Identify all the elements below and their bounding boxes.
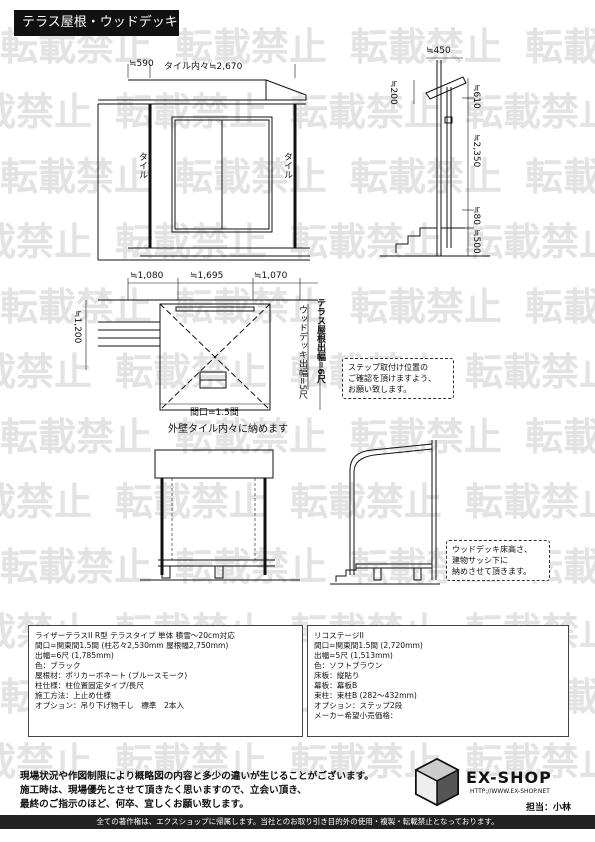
deck-spec-line: オプション：ステップ2段 — [314, 701, 403, 710]
front-elevation — [97, 64, 310, 261]
deck-note: ウッドデッキ床高さ、 建物サッシ下に 納めさせて頂きます。 — [446, 540, 550, 581]
deck-spec-line: 幕板：幕板B — [314, 681, 358, 690]
deck-spec-line: メーカー希望小売価格： — [314, 711, 398, 720]
disclaimer-line: 最終のご指示のほど、何卒、宜しくお願い致します。 — [20, 799, 249, 810]
dim-590: ≒590 — [129, 59, 154, 69]
tile-label-left: タイル — [137, 152, 147, 179]
plan-view — [85, 278, 321, 411]
dim-80: ≒80 — [471, 206, 481, 226]
deck-elevation — [140, 449, 300, 581]
disclaimer: 現場状況や作図制限により概略図の内容と多少の違いが生じることがございます。 施工… — [20, 770, 410, 812]
terrace-spec-line: 屋根材：ポリカーボネート (ブルースモーク) — [35, 671, 188, 680]
dim-2350: ≒2,350 — [471, 134, 481, 168]
deck-side-section — [330, 440, 440, 585]
logo-url: HTTP://WWW.EX-SHOP.NET — [470, 788, 550, 795]
step-note-line: ステップ取付け位置の — [348, 363, 428, 372]
person-in-charge: 担当：小林 — [526, 803, 572, 813]
deck-note-line: 建物サッシ下に — [452, 556, 508, 565]
deck-spec-line: 束柱：束柱B (282～432mm) — [314, 691, 417, 700]
terrace-spec-line: 施工方法：上止め仕様 — [35, 691, 111, 700]
frontage-label: 間口=1.5間 — [190, 408, 239, 418]
dim-610: ≒610 — [471, 84, 481, 109]
deck-note-line: 納めさせて頂きます。 — [452, 567, 532, 576]
dim-1695: ≒1,695 — [190, 271, 224, 281]
deck-spec-line: リコステージII — [314, 631, 364, 640]
deck-spec: リコステージII 間口=関東間1.5間 (2,720mm) 出幅=5尺 (1,5… — [307, 625, 569, 737]
dim-1070: ≒1,070 — [254, 271, 288, 281]
terrace-spec-line: 色：ブラック — [35, 661, 81, 670]
terrace-spec-line: 柱仕様：柱位置固定タイプ/長尺 — [35, 681, 144, 690]
step-note-line: ご確認を頂けますよう、 — [348, 374, 436, 383]
dim-1200: ≒1,200 — [72, 310, 82, 344]
copyright-footer: 全ての著作権は、エクスショップに帰属します。当社とのお取り引き目的外の使用・複製… — [0, 815, 595, 829]
logo-name: EX-SHOP — [466, 768, 552, 787]
dim-tile-inner: タイル内々≒2,670 — [164, 62, 243, 72]
terrace-spec-line: 出幅=6尺 (1,785mm) — [35, 651, 114, 660]
dim-200: ≒200 — [388, 80, 398, 105]
deck-spec-line: 床板：縦貼り — [314, 671, 360, 680]
deck-spec-line: 出幅=5尺 (1,513mm) — [314, 651, 393, 660]
deck-spec-line: 色：ソフトブラウン — [314, 661, 383, 670]
disclaimer-line: 現場状況や作図制限により概略図の内容と多少の違いが生じることがございます。 — [20, 771, 374, 782]
tile-label-right: タイル — [282, 152, 292, 179]
deck-note-line: ウッドデッキ床高さ、 — [452, 545, 532, 554]
deck-spec-line: 間口=関東間1.5間 (2,720mm) — [314, 641, 423, 650]
deck-depth-label: ウッドデッキ出幅=5尺 — [297, 305, 307, 400]
logo-cube-icon — [414, 757, 460, 806]
side-section — [380, 57, 490, 257]
terrace-spec: ライザーテラスII R型 テラスタイプ 単体 積雪～20cm対応 間口=関東間1… — [28, 625, 303, 737]
fit-note: 外壁タイル内々に納めます — [168, 424, 288, 435]
roof-depth-label: テラス屋根出幅=6尺 — [315, 298, 325, 384]
dim-500: ≒500 — [471, 229, 481, 254]
dim-450: ≒450 — [426, 46, 451, 56]
terrace-spec-line: 間口=関東間1.5間 (柱芯々2,530mm 屋根幅2,750mm) — [35, 641, 229, 650]
dim-1080: ≒1,080 — [130, 271, 164, 281]
step-note-line: お願い致します。 — [348, 385, 412, 394]
disclaimer-line: 施工時は、現場優先とさせて頂きたく思いますので、立会い頂き、 — [20, 785, 307, 796]
terrace-spec-line: オプション：吊り下げ物干し 標準 2本入 — [35, 701, 185, 710]
page-title: テラス屋根・ウッドデッキ — [14, 10, 179, 36]
terrace-spec-line: ライザーテラスII R型 テラスタイプ 単体 積雪～20cm対応 — [35, 631, 235, 640]
step-note: ステップ取付け位置の ご確認を頂けますよう、 お願い致します。 — [342, 358, 454, 399]
